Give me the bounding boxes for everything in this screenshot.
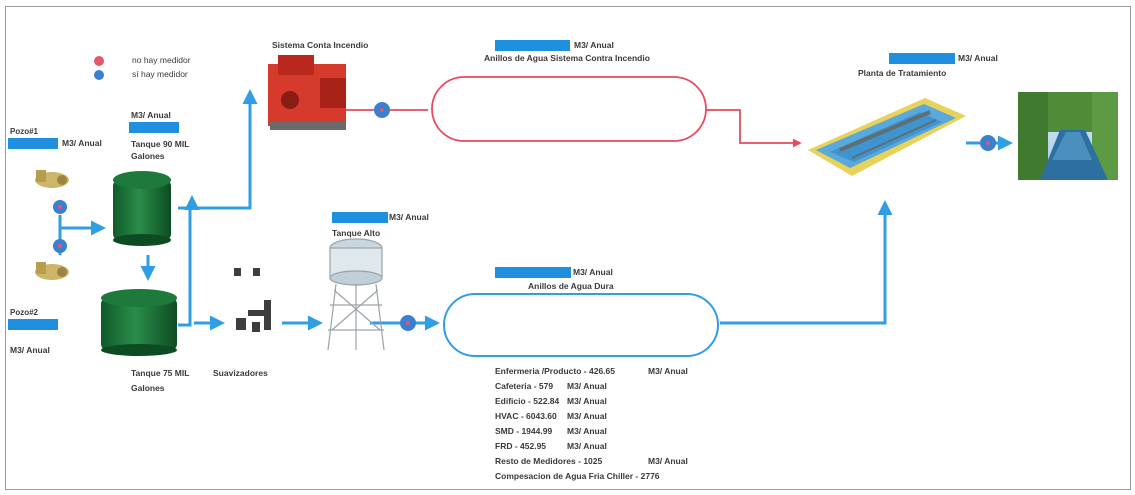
fire-pump-icon [268,55,346,130]
hard-ring-highlight [495,267,571,278]
consumers-list: Enfermeria /Producto - 426.65 M3/ Anual … [495,366,725,486]
high-tank-unit: M3/ Anual [389,212,429,222]
high-tank-label: Tanque Alto [332,228,381,238]
hard-ring-unit: M3/ Anual [573,267,613,277]
consumer-row: Resto de Medidores - 1025 M3/ Anual [495,456,725,471]
water-tower-icon [327,238,385,351]
consumer-row: Enfermeria /Producto - 426.65 M3/ Anual [495,366,725,381]
high-tank-highlight [332,212,388,223]
plant-highlight [889,53,955,64]
consumer-text: Enfermeria /Producto - 426.65 [495,366,615,376]
tank90-label-line1: Tanque 90 MIL [131,139,190,149]
treatment-plant-icon [808,98,966,176]
softeners-label: Suavizadores [213,368,268,378]
consumer-unit: M3/ Anual [648,366,688,376]
fire-ring-highlight [495,40,570,51]
consumer-unit: M3/ Anual [567,441,607,451]
fire-system-label: Sistema Conta Incendio [272,40,369,50]
pozo1-highlight [8,138,58,149]
plant-unit: M3/ Anual [958,53,998,63]
consumer-text: FRD - 452.95 [495,441,547,451]
consumer-unit: M3/ Anual [567,411,607,421]
consumer-row: SMD - 1944.99 M3/ Anual [495,426,725,441]
legend-has-meter-label: sí hay medidor [132,69,188,79]
consumer-row: Compesacion de Agua Fria Chiller - 2776 [495,471,725,486]
plant-label: Planta de Tratamiento [858,68,947,78]
tank75-label-line2: Galones [131,383,165,393]
tank90-label-line2: Galones [131,151,165,161]
consumer-text: Resto de Medidores - 1025 [495,456,603,466]
tank90-highlight [129,122,179,133]
pozo1-label: Pozo#1 [10,127,39,136]
consumer-text: Cafeteria - 579 [495,381,554,391]
consumer-unit: M3/ Anual [567,381,607,391]
tank75-label-line1: Tanque 75 MIL [131,368,190,378]
pozo1-unit: M3/ Anual [62,138,102,148]
pozo2-highlight [8,319,58,330]
softeners-icon [234,268,271,332]
legend-no-meter-label: no hay medidor [132,55,191,65]
diagram-frame [5,6,1131,490]
consumer-unit: M3/ Anual [648,456,688,466]
tank-90-icon [113,171,171,246]
hard-ring-label: Anillos de Agua Dura [528,281,614,291]
fire-ring-unit: M3/ Anual [574,40,614,50]
consumer-row: FRD - 452.95 M3/ Anual [495,441,725,456]
consumer-row: Edificio - 522.84 M3/ Anual [495,396,725,411]
tank90-unit: M3/ Anual [131,110,171,120]
consumer-unit: M3/ Anual [567,396,607,406]
consumer-text: Edificio - 522.84 [495,396,560,406]
meter-markers [53,102,996,331]
legend-has-meter-dot [94,70,104,80]
pozo2-unit: M3/ Anual [10,345,50,355]
consumer-text: HVAC - 6043.60 [495,411,557,421]
river-image [1018,92,1118,180]
consumer-text: SMD - 1944.99 [495,426,553,436]
consumer-row: Cafeteria - 579 M3/ Anual [495,381,725,396]
well-pump-2-icon [35,262,69,280]
consumer-text: Compesacion de Agua Fria Chiller - 2776 [495,471,660,481]
consumer-unit: M3/ Anual [567,426,607,436]
pozo2-label: Pozo#2 [10,308,39,317]
fire-ring-label: Anillos de Agua Sistema Contra Incendio [484,53,650,63]
blue-pipes [58,89,1013,357]
well-pump-1-icon [35,170,69,188]
legend-no-meter-dot [94,56,104,66]
consumer-row: HVAC - 6043.60 M3/ Anual [495,411,725,426]
red-pipes [345,76,802,148]
tank-75-icon [101,289,177,356]
